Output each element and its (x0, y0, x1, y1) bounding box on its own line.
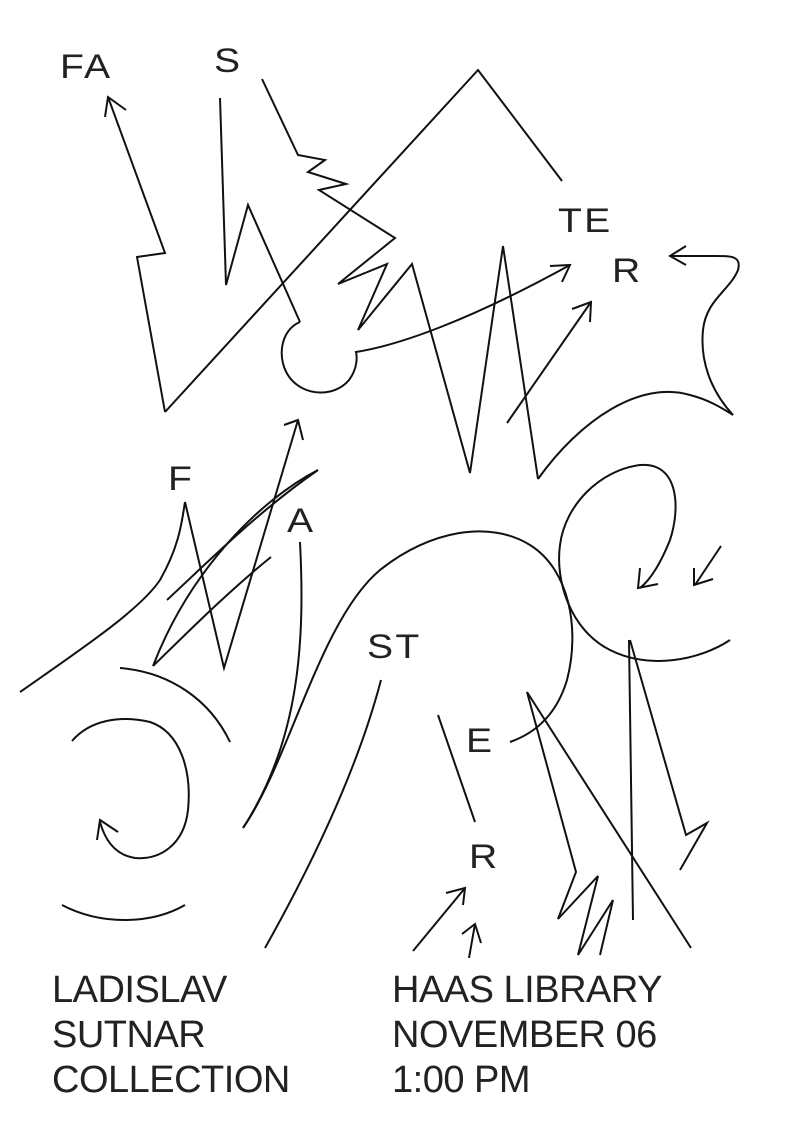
time: 1:00 PM (392, 1059, 531, 1101)
arrow-line (506, 301, 592, 424)
arrow-head-icon (636, 567, 659, 590)
a-curve (242, 541, 303, 829)
info-line: COLLECTION (52, 1059, 290, 1101)
zig-line (219, 97, 301, 323)
date: NOVEMBER 06 (392, 1014, 657, 1056)
arrow-head-icon (549, 263, 572, 283)
scattered-letter: E (466, 722, 495, 760)
arrow-line (412, 887, 466, 952)
swoosh-2 (152, 469, 319, 667)
scattered-letter: R (612, 252, 643, 290)
arrow-head-icon (668, 245, 687, 266)
diagonal-line (526, 691, 692, 949)
arch-curve (242, 530, 574, 829)
bottom-arc (61, 904, 186, 921)
arrow-head-icon (445, 886, 467, 906)
info-line: SUTNAR (52, 1014, 206, 1056)
arrow-line (468, 923, 476, 959)
scattered-letter: A (287, 502, 316, 540)
wavy-arrow-curve (537, 254, 740, 480)
arrow-head-icon (693, 568, 714, 587)
arrow-head-icon (104, 95, 127, 118)
f-curve (19, 501, 186, 693)
r-line (437, 714, 476, 823)
zigzag-bottom (526, 691, 614, 956)
jagged-line (261, 78, 539, 480)
scattered-letter: ST (367, 628, 422, 666)
arrow-head-icon (96, 818, 119, 841)
outer-arc (119, 667, 231, 743)
swoosh-1 (166, 469, 319, 601)
jag-line (629, 639, 710, 871)
arrow-head-icon (283, 418, 304, 441)
scattered-letter: FA (60, 48, 113, 86)
arrow-head-icon (571, 300, 593, 323)
event-info: HAAS LIBRARY NOVEMBER 06 1:00 PM (392, 968, 662, 1103)
mountain-line (164, 68, 563, 413)
spiral-arrow (558, 463, 731, 662)
scattered-letter: S (214, 42, 243, 80)
arrow-head-icon (461, 922, 482, 944)
st-line (264, 679, 382, 949)
c-loop-arrow (71, 718, 190, 860)
circle-loop (280, 264, 571, 394)
scattered-letter: TE (558, 202, 613, 240)
scattered-letter: F (168, 460, 195, 498)
zigzag-arrow-line (107, 96, 167, 413)
small-arrow-line (694, 545, 722, 586)
scattered-letter: R (469, 838, 500, 876)
info-line: LADISLAV (52, 969, 227, 1011)
collection-info: LADISLAV SUTNAR COLLECTION (52, 968, 290, 1103)
swoosh-3 (152, 556, 272, 667)
vertical-line (628, 639, 634, 921)
f-zig (184, 419, 299, 672)
venue: HAAS LIBRARY (392, 969, 662, 1011)
